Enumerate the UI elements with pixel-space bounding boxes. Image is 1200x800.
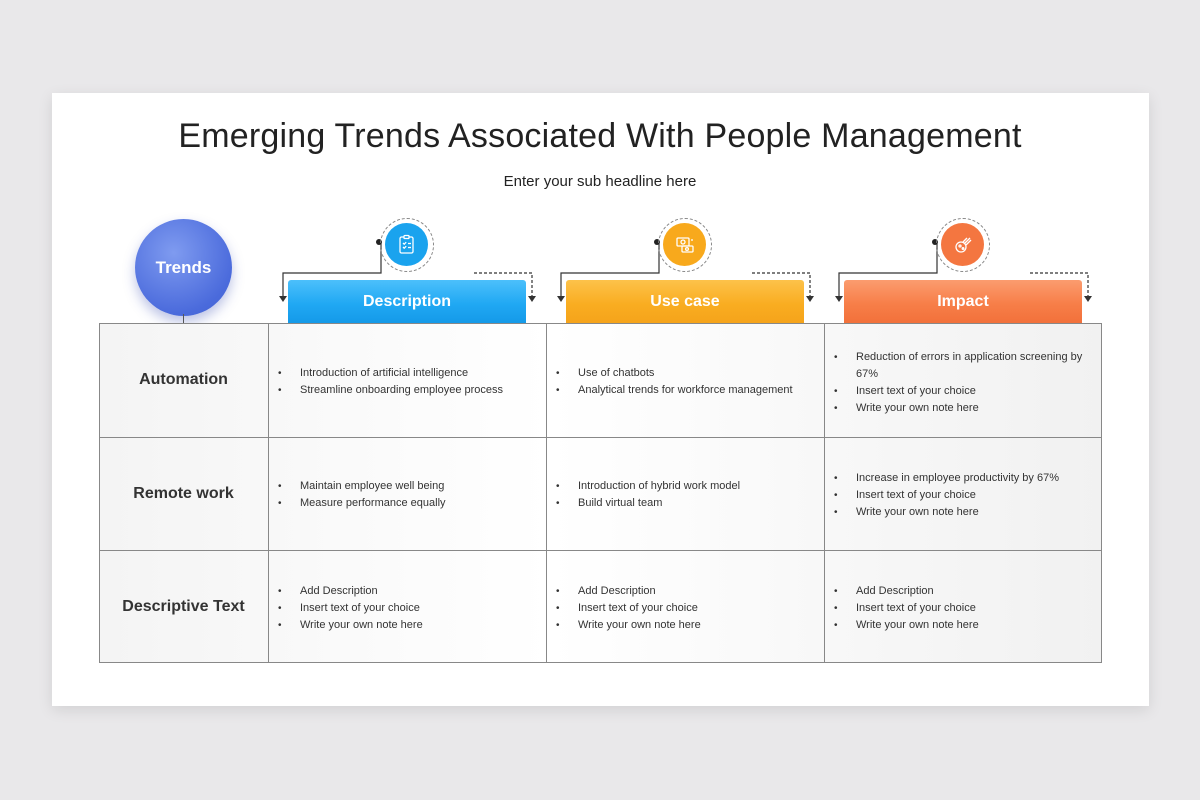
list-item: Reduction of errors in application scree…	[834, 349, 1084, 383]
column-header-label: Description	[362, 293, 451, 310]
list-item: Analytical trends for workforce manageme…	[556, 382, 806, 399]
table-cell: Reduction of errors in application scree…	[834, 349, 1084, 417]
usecase-icon-ring	[658, 218, 712, 272]
list-item: Increase in employee productivity by 67%	[834, 470, 1084, 487]
connector-dot	[376, 239, 382, 245]
list-item: Maintain employee well being	[278, 478, 528, 495]
list-item: Streamline onboarding employee process	[278, 382, 528, 399]
trends-table	[99, 323, 1102, 663]
list-item: Introduction of artificial intelligence	[278, 365, 528, 382]
trends-circle: Trends	[135, 219, 232, 316]
page-subtitle: Enter your sub headline here	[503, 173, 697, 190]
list-item: Write your own note here	[834, 400, 1084, 417]
row-label-descriptive-text: Descriptive Text	[122, 598, 245, 615]
page-title: Emerging Trends Associated With People M…	[178, 117, 1022, 155]
row-label-automation: Automation	[139, 371, 228, 388]
list-item: Introduction of hybrid work model	[556, 478, 806, 495]
list-item: Write your own note here	[834, 617, 1084, 634]
column-header-label: Impact	[937, 293, 989, 310]
column-header-impact: Impact	[844, 280, 1082, 324]
table-cell: Add Description Insert text of your choi…	[556, 583, 806, 634]
list-item: Add Description	[278, 583, 528, 600]
list-item: Insert text of your choice	[834, 383, 1084, 400]
table-divider	[99, 437, 1102, 438]
table-cell: Increase in employee productivity by 67%…	[834, 470, 1084, 521]
clipboard-checklist-icon	[385, 223, 428, 266]
row-label-remote-work: Remote work	[133, 485, 234, 502]
table-divider	[824, 323, 825, 663]
meteor-impact-icon	[941, 223, 984, 266]
table-divider	[546, 323, 547, 663]
list-item: Write your own note here	[278, 617, 528, 634]
description-icon-ring	[380, 218, 434, 272]
settings-workflow-icon	[663, 223, 706, 266]
list-item: Add Description	[556, 583, 806, 600]
list-item: Build virtual team	[556, 495, 806, 512]
list-item: Insert text of your choice	[278, 600, 528, 617]
connector-dot	[932, 239, 938, 245]
column-header-label: Use case	[650, 293, 720, 310]
table-divider	[268, 323, 269, 663]
column-header-use-case: Use case	[566, 280, 804, 324]
list-item: Insert text of your choice	[834, 600, 1084, 617]
list-item: Add Description	[834, 583, 1084, 600]
trends-label: Trends	[155, 257, 212, 277]
table-cell: Introduction of hybrid work model Build …	[556, 478, 806, 512]
column-header-description: Description	[288, 280, 526, 324]
header-connector-arrows	[279, 243, 1092, 302]
impact-icon-ring	[936, 218, 990, 272]
table-cell: Maintain employee well being Measure per…	[278, 478, 528, 512]
connector-dot	[654, 239, 660, 245]
trends-connector	[183, 314, 184, 325]
table-cell: Use of chatbots Analytical trends for wo…	[556, 365, 806, 399]
list-item: Write your own note here	[834, 504, 1084, 521]
table-divider	[99, 550, 1102, 551]
list-item: Insert text of your choice	[556, 600, 806, 617]
table-cell: Add Description Insert text of your choi…	[834, 583, 1084, 634]
table-cell: Add Description Insert text of your choi…	[278, 583, 528, 634]
table-cell: Introduction of artificial intelligence …	[278, 365, 528, 399]
list-item: Use of chatbots	[556, 365, 806, 382]
list-item: Write your own note here	[556, 617, 806, 634]
list-item: Insert text of your choice	[834, 487, 1084, 504]
list-item: Measure performance equally	[278, 495, 528, 512]
